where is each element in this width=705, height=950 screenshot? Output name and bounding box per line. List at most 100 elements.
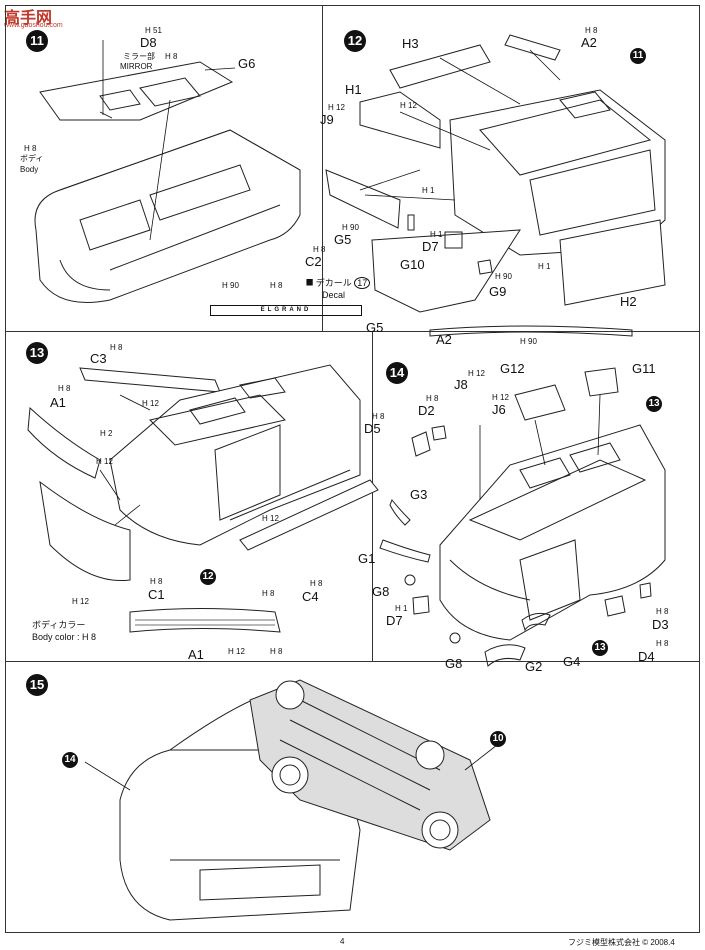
label-H8-C3: H 8: [110, 343, 123, 352]
label-G11: G11: [632, 361, 656, 376]
label-G6: G6: [238, 56, 256, 71]
label-G5-decal: G5: [366, 320, 384, 335]
step15-drawing: [84, 679, 498, 921]
step-number-12: 12: [344, 30, 366, 52]
decal-icon: ⯀: [306, 278, 314, 288]
label-decal-jp: ⯀ デカール 17: [306, 277, 371, 289]
decal-number: 17: [354, 277, 371, 289]
label-H12-top: H 12: [142, 399, 159, 408]
ref-step-12: 12: [200, 569, 216, 585]
label-H8-D4: H 8: [656, 639, 669, 648]
step14-body-drawing: [379, 367, 666, 667]
panel-step-15: [5, 661, 700, 933]
step13-body-drawing: [27, 364, 379, 633]
label-H8-C4: H 8: [310, 579, 323, 588]
label-J6: J6: [492, 402, 506, 417]
label-H90-decal: H 90: [222, 281, 239, 290]
label-H12-C1: H 12: [72, 597, 89, 606]
label-H1-G9: H 1: [538, 262, 551, 271]
label-H12-side: H 12: [262, 514, 279, 523]
label-J9: J9: [320, 112, 334, 127]
label-H12-J6: H 12: [492, 393, 509, 402]
label-D8: D8: [140, 35, 157, 50]
label-H8-D3: H 8: [656, 607, 669, 616]
label-D7: D7: [422, 239, 439, 254]
ref-step-14: 14: [62, 752, 78, 768]
label-body-en: Body: [20, 165, 39, 174]
label-H2: H2: [620, 294, 637, 309]
label-G2: G2: [525, 659, 543, 674]
label-H1-window: H 1: [422, 186, 435, 195]
label-H1-D7: H 1: [430, 230, 443, 239]
page-number: 4: [340, 937, 345, 946]
label-D5: D5: [364, 421, 381, 436]
label-bodycolor-en: Body color : H 8: [32, 632, 97, 642]
label-H90-spoiler: H 90: [520, 337, 537, 346]
label-H8-D2: H 8: [426, 394, 439, 403]
label-H2: H 2: [100, 429, 113, 438]
elgrand-decal-strip: ELGRAND: [210, 305, 362, 316]
step-number-15: 15: [26, 674, 48, 696]
label-G12: G12: [500, 361, 525, 376]
label-A1-grille: A1: [188, 647, 204, 662]
label-C2: C2: [305, 254, 322, 269]
label-H12-grille: H 12: [96, 457, 113, 466]
label-G4: G4: [563, 654, 581, 669]
copyright: フジミ模型株式会社 © 2008.4: [568, 938, 675, 947]
label-H8-C1: H 8: [150, 577, 163, 586]
label-D3: D3: [652, 617, 669, 632]
label-H8-decal: H 8: [270, 281, 283, 290]
label-H8-body: H 8: [24, 144, 37, 153]
label-H90-G5: H 90: [342, 223, 359, 232]
watermark-url: www.gaoshou.com: [4, 22, 63, 29]
label-H51: H 51: [145, 26, 162, 35]
label-H8-D5: H 8: [372, 412, 385, 421]
label-H1: H1: [345, 82, 362, 97]
label-H12-J8: H 12: [468, 369, 485, 378]
label-A2-spoiler: A2: [436, 332, 452, 347]
label-H12-H1: H 12: [400, 101, 417, 110]
label-H8-mirror: H 8: [165, 52, 178, 61]
label-A1: A1: [50, 395, 66, 410]
label-H8-A1-right: H 8: [262, 589, 275, 598]
label-G8: G8: [372, 584, 390, 599]
label-bodycolor-jp: ボディカラー: [32, 620, 86, 630]
label-D2: D2: [418, 403, 435, 418]
label-J8: J8: [454, 377, 468, 392]
label-body-jp: ボディ: [20, 154, 44, 163]
label-C1: C1: [148, 587, 165, 602]
ref-step-11: 11: [630, 48, 646, 64]
step-number-13: 13: [26, 342, 48, 364]
label-H3: H3: [402, 36, 419, 51]
label-mirror-en: MIRROR: [120, 62, 153, 71]
label-D4: D4: [638, 649, 655, 664]
label-D7-front: D7: [386, 613, 403, 628]
watermark-logo: 高手网: [4, 10, 53, 27]
ref-step-13-b: 13: [592, 640, 608, 656]
ref-step-10: 10: [490, 731, 506, 747]
step-number-14: 14: [386, 362, 408, 384]
label-H8-A2: H 8: [585, 26, 598, 35]
label-G3: G3: [410, 487, 428, 502]
label-G1: G1: [358, 551, 376, 566]
label-H8-A1-lower: H 8: [270, 647, 283, 656]
label-H8-C2: H 8: [313, 245, 326, 254]
label-H90-G9: H 90: [495, 272, 512, 281]
label-C4: C4: [302, 589, 319, 604]
ref-step-13: 13: [646, 396, 662, 412]
label-G5: G5: [334, 232, 352, 247]
label-mirror-jp: ミラー部: [123, 52, 155, 61]
label-A2: A2: [581, 35, 597, 50]
label-decal-jp-text: デカール: [315, 278, 352, 288]
step12-body-drawing: [325, 34, 666, 337]
label-H8-A1: H 8: [58, 384, 71, 393]
label-G10: G10: [400, 257, 425, 272]
step11-body-drawing: [34, 40, 301, 303]
label-decal-en: Decal: [322, 290, 346, 300]
label-H1-D7: H 1: [395, 604, 408, 613]
label-G8-lower: G8: [445, 656, 463, 671]
step-number-11: 11: [26, 30, 48, 52]
label-H12-J9: H 12: [328, 103, 345, 112]
label-H12-A1: H 12: [228, 647, 245, 656]
